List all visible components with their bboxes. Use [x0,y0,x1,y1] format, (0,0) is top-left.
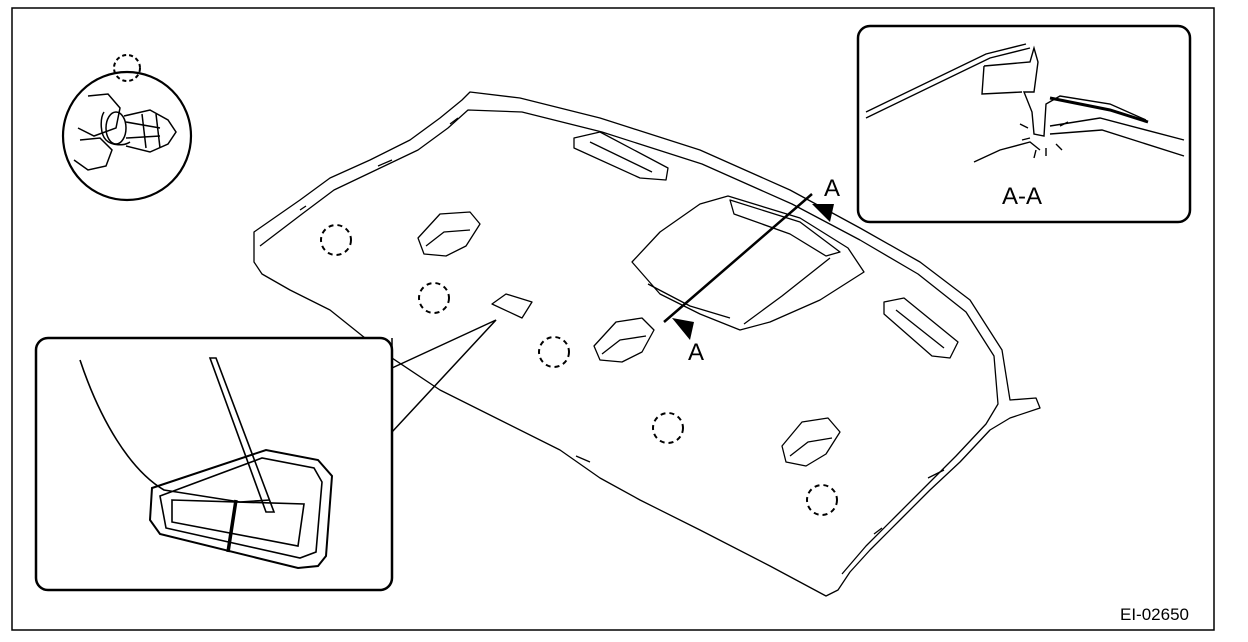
figure-border [11,7,1215,631]
clip-detail-circle [61,70,193,202]
clip-detail-marker [113,54,141,82]
clip-locations [320,224,838,516]
section-line-a-a [663,193,834,340]
screwdriver-icon [208,357,276,513]
clip-location-3 [538,336,570,368]
section-mark-top: A [824,175,840,202]
section-mark-bottom: A [688,339,704,366]
clip-icon [73,93,177,171]
tool-detail-frame [34,336,394,592]
clip-location-1 [320,224,352,256]
tool-detail-inset [34,319,497,592]
clip-detail [61,54,193,202]
clip-location-4 [652,412,684,444]
section-arrow-bottom [672,318,694,340]
clip-location-2 [418,282,450,314]
section-view-inset: A-A [856,24,1192,224]
section-view-caption: A-A [1002,183,1042,210]
headliner-panel [253,91,1041,597]
figure-id: EI-02650 [1120,605,1189,624]
section-arrow-top [812,204,834,222]
clip-location-5 [806,484,838,516]
callout-leader [391,319,497,433]
